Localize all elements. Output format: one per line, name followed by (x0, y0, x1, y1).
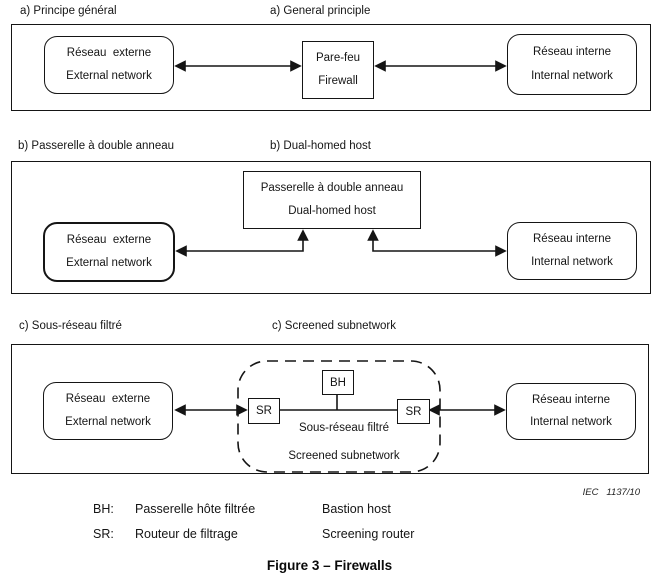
panel-c-external-network-box: Réseau externe External network (43, 382, 173, 440)
legend-sr-fr: Routeur de filtrage (135, 527, 238, 541)
screening-router-left-box: SR (248, 398, 280, 424)
label-fr: Réseau externe (66, 234, 152, 246)
panel-a-internal-network-box: Réseau interne Internal network (507, 34, 637, 95)
label-fr: Pare-feu (315, 52, 361, 64)
legend-bh-abbr: BH: (93, 502, 114, 516)
figure-caption: Figure 3 – Firewalls (266, 558, 393, 573)
panel-a-label-en: a) General principle (270, 5, 371, 17)
panel-c-label-en: c) Screened subnetwork (272, 320, 397, 332)
label-en: Internal network (531, 69, 613, 82)
label-fr: Réseau interne (532, 393, 610, 406)
label-fr: Réseau interne (533, 233, 611, 245)
subnet-label-fr: Sous-réseau filtré (298, 422, 390, 434)
label-en: External network (65, 415, 151, 428)
label-fr: Réseau interne (533, 46, 611, 58)
panel-b-frame (11, 161, 651, 294)
bastion-host-box: BH (322, 370, 354, 395)
panel-b-label-en: b) Dual-homed host (270, 140, 371, 152)
panel-a-label-fr: a) Principe général (20, 5, 117, 17)
label-fr: Réseau externe (66, 47, 152, 59)
panel-c-frame (11, 344, 649, 474)
panel-b-dual-homed-host-box: Passerelle à double anneau Dual-homed ho… (243, 171, 421, 229)
panel-b-internal-network-box: Réseau interne Internal network (507, 222, 637, 280)
panel-a-firewall-box: Pare-feu Firewall (302, 41, 374, 99)
panel-b-label-fr: b) Passerelle à double anneau (18, 140, 175, 152)
label-en: External network (66, 256, 152, 269)
panel-c-internal-network-box: Réseau interne Internal network (506, 383, 636, 440)
legend-bh-fr: Passerelle hôte filtrée (135, 502, 256, 516)
legend-sr-abbr: SR: (93, 527, 114, 541)
label-en: Internal network (531, 255, 613, 268)
label-en: External network (66, 69, 152, 82)
panel-a-external-network-box: Réseau externe External network (44, 36, 174, 94)
label-fr: Passerelle à double anneau (260, 182, 404, 194)
panel-b-external-network-box: Réseau externe External network (43, 222, 175, 282)
label-en: Firewall (318, 74, 358, 87)
subnet-label-en: Screened subnetwork (288, 450, 400, 462)
label-fr: Réseau externe (65, 393, 151, 405)
iec-reference: IEC 1137/10 (582, 487, 640, 498)
panel-c-label-fr: c) Sous-réseau filtré (19, 320, 122, 332)
label-en: Internal network (530, 415, 612, 428)
label-en: Dual-homed host (288, 204, 376, 217)
screening-router-right-box: SR (397, 399, 430, 424)
legend-bh-en: Bastion host (322, 502, 391, 516)
legend-sr-en: Screening router (322, 527, 415, 541)
panel-a-frame (11, 24, 651, 111)
